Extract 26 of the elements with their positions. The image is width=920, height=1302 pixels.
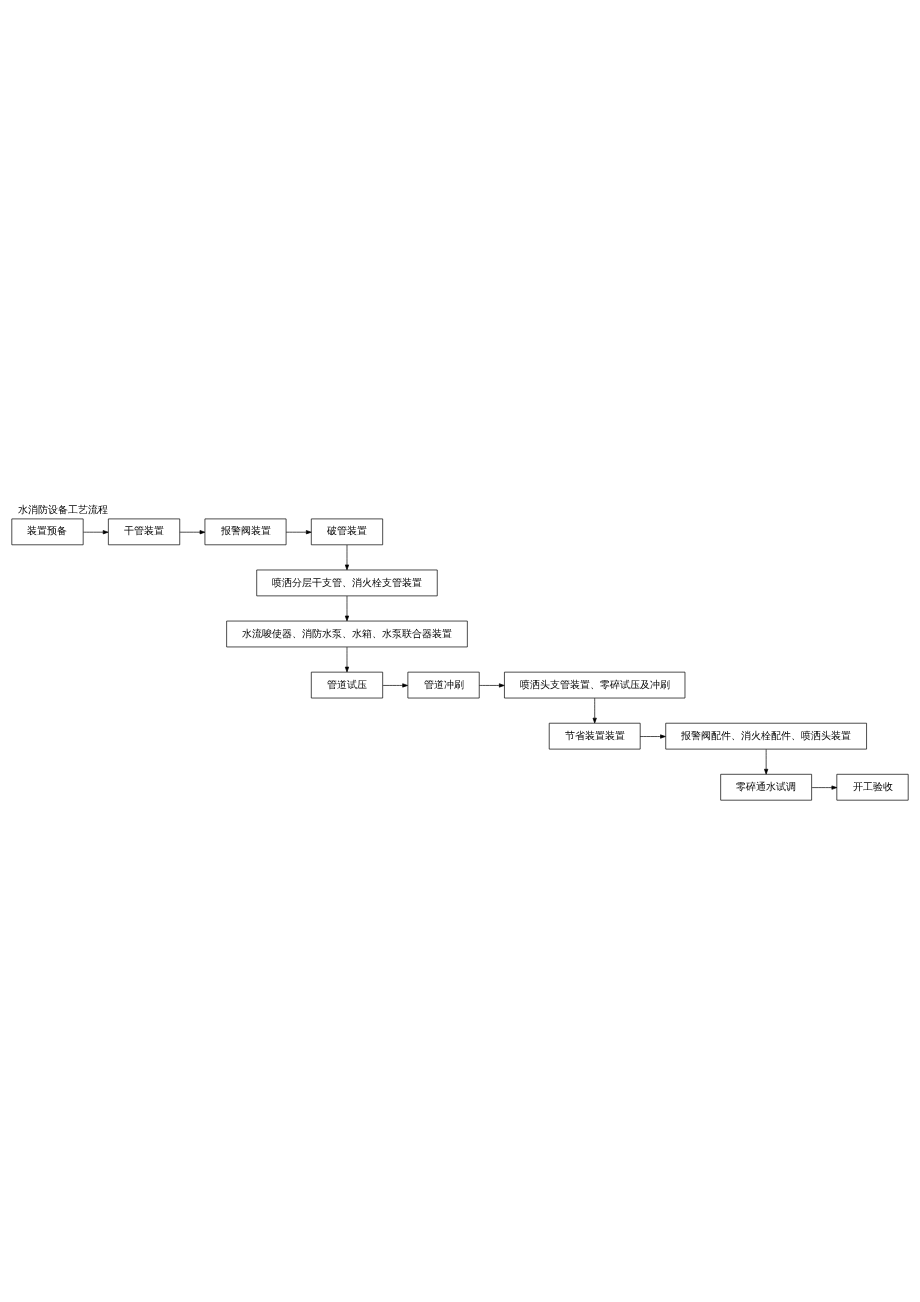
node-box: 开工验收: [836, 773, 909, 801]
arrow: [344, 544, 350, 570]
node-box: 管道试压: [310, 671, 384, 698]
arrow: [344, 646, 350, 672]
arrow: [479, 682, 505, 687]
node-box: 喷洒头支管装置、零碎试压及冲刷: [504, 671, 686, 698]
arrow: [344, 595, 350, 621]
arrow: [83, 529, 109, 534]
arrow: [639, 733, 666, 739]
node-box: 装置预备: [11, 518, 84, 545]
node-box: 破管装置: [310, 518, 384, 545]
node-box: 零碎通水试调: [720, 773, 812, 801]
arrow: [382, 682, 408, 687]
arrow: [179, 529, 206, 534]
node-box: 水流唆使器、消防水泵、水箱、水泵联合器装置: [226, 620, 468, 647]
arrow: [811, 785, 838, 790]
arrow: [764, 748, 769, 774]
arrow: [592, 697, 597, 723]
node-box: 节省装置装置: [548, 722, 641, 749]
node-box: 管道冲刷: [407, 671, 480, 698]
node-box: 报警阀装置: [204, 518, 287, 545]
node-box: 报警阀配件、消火栓配件、喷洒头装置: [665, 722, 867, 749]
node-box: 喷洒分层干支管、消火栓支管装置: [256, 569, 438, 596]
node-box: 干管装置: [108, 518, 181, 545]
arrow: [285, 529, 312, 534]
diagram-title: 水消防设备工艺流程: [17, 503, 108, 515]
